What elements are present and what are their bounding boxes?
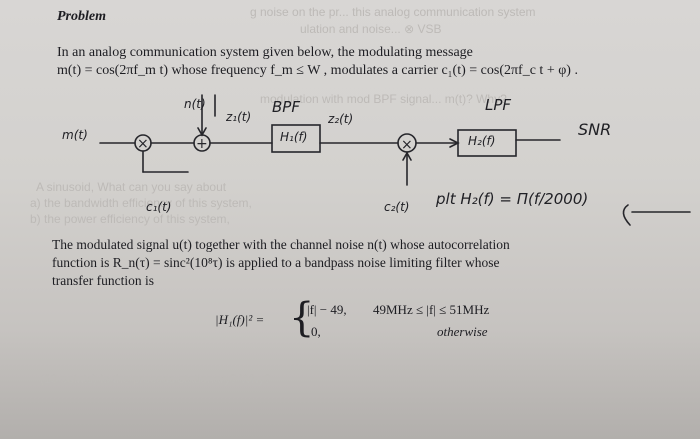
lpf-label: LPF <box>485 96 512 114</box>
problem-text-line-1: In an analog communication system given … <box>57 45 473 60</box>
case2-cond: otherwise <box>437 324 488 339</box>
bpf-transfer: H₁(f) <box>280 130 308 144</box>
arrow-icon <box>197 127 207 137</box>
body-text: The modulated signal u(t) together with … <box>52 236 662 290</box>
output-label: SNR <box>578 120 612 139</box>
signal2-label: z₂(t) <box>328 112 354 126</box>
body-line-3: transfer function is <box>52 273 154 288</box>
equation-lhs: |H₁(f)|² = <box>215 312 265 327</box>
noise-label: n(t) <box>184 97 206 111</box>
case1-cond: 49MHz ≤ |f| ≤ 51MHz <box>373 302 490 317</box>
bpf-label: BPF <box>272 98 300 116</box>
mult-symbol: × <box>137 136 149 152</box>
bleed-line: a) the bandwidth efficiency of this syst… <box>30 196 252 210</box>
bleed-line: A sinusoid, What can you say about <box>36 180 227 194</box>
body-line-1: The modulated signal u(t) together with … <box>52 237 510 252</box>
add-symbol: + <box>196 136 208 152</box>
bleed-line: modulation with mod BPF signal... m(t)? … <box>260 92 507 106</box>
carrier-label: c₁(t) <box>146 200 172 214</box>
problem-title: Problem <box>57 9 106 24</box>
bracket-stroke <box>622 204 631 226</box>
lpf-block <box>457 129 517 157</box>
signal1-label: z₁(t) <box>226 110 252 124</box>
bleed-line: (10 points) Is the process stationary? W… <box>40 372 271 386</box>
lo-label: c₂(t) <box>384 200 410 214</box>
brace-glyph: { <box>289 295 315 341</box>
problem-text-line-2: m(t) = cos(2πf_m t) whose frequency f_m … <box>57 63 578 78</box>
bleed-line: b) the power efficiency of this system, <box>30 212 230 226</box>
body-line-2: function is R_n(τ) = sinc²(10⁸τ) is appl… <box>52 255 500 270</box>
arrow-icon <box>402 151 412 161</box>
bleed-line: g noise on the pr... this analog communi… <box>250 5 536 19</box>
mult-symbol: × <box>401 137 413 153</box>
input-label: m(t) <box>62 128 88 142</box>
case1-expr: |f| − 49, <box>307 302 347 317</box>
lpf-transfer: H₂(f) <box>468 134 496 148</box>
case2-expr: 0, <box>311 324 321 339</box>
bleed-line: ulation and noise... ⊗ VSB <box>300 22 442 36</box>
bpf-block <box>271 124 321 153</box>
lpf-note: plt H₂(f) = Π(f/2000) <box>436 190 589 208</box>
